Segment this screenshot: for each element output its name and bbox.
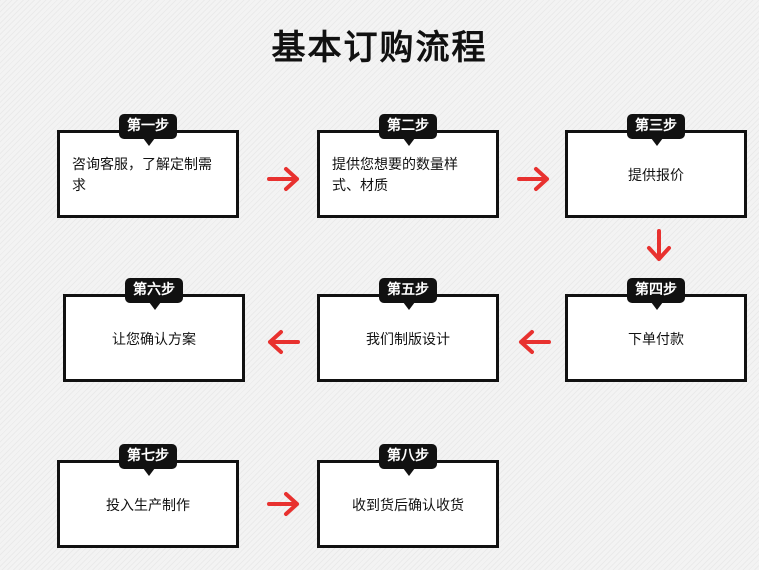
step-4-text: 下单付款 bbox=[628, 331, 684, 348]
step-6-box: 第六步 让您确认方案 bbox=[63, 278, 245, 382]
step-3-text: 提供报价 bbox=[628, 167, 684, 184]
page-title: 基本订购流程 bbox=[271, 28, 488, 68]
arrow-left-icon bbox=[519, 330, 551, 354]
step-5-box: 第五步 我们制版设计 bbox=[317, 278, 499, 382]
step-3-box: 第三步 提供报价 bbox=[565, 114, 747, 218]
step-7-box: 第七步 投入生产制作 bbox=[57, 444, 239, 548]
step-1-text: 咨询客服，了解定制需求 bbox=[72, 157, 212, 194]
step-5-text: 我们制版设计 bbox=[366, 331, 450, 348]
step-1-tag: 第一步 bbox=[119, 114, 177, 146]
step-2-tag: 第二步 bbox=[379, 114, 437, 146]
step-6-tag: 第六步 bbox=[125, 278, 183, 310]
arrow-right-icon bbox=[517, 167, 549, 191]
arrow-right-icon bbox=[267, 492, 299, 516]
step-5-tag: 第五步 bbox=[379, 278, 437, 310]
step-7-tag: 第七步 bbox=[119, 444, 177, 476]
step-4-tag: 第四步 bbox=[627, 278, 685, 310]
arrow-right-icon bbox=[267, 167, 299, 191]
step-7-text: 投入生产制作 bbox=[106, 497, 190, 514]
step-8-tag: 第八步 bbox=[379, 444, 437, 476]
arrow-left-icon bbox=[268, 330, 300, 354]
step-4-box: 第四步 下单付款 bbox=[565, 278, 747, 382]
arrow-down-icon bbox=[647, 229, 671, 261]
step-2-text: 提供您想要的数量样式、材质 bbox=[332, 157, 458, 194]
step-8-text: 收到货后确认收货 bbox=[352, 497, 464, 514]
step-8-box: 第八步 收到货后确认收货 bbox=[317, 444, 499, 548]
step-6-text: 让您确认方案 bbox=[112, 331, 196, 348]
step-1-box: 第一步 咨询客服，了解定制需求 bbox=[57, 114, 239, 218]
step-3-tag: 第三步 bbox=[627, 114, 685, 146]
step-2-box: 第二步 提供您想要的数量样式、材质 bbox=[317, 114, 499, 218]
